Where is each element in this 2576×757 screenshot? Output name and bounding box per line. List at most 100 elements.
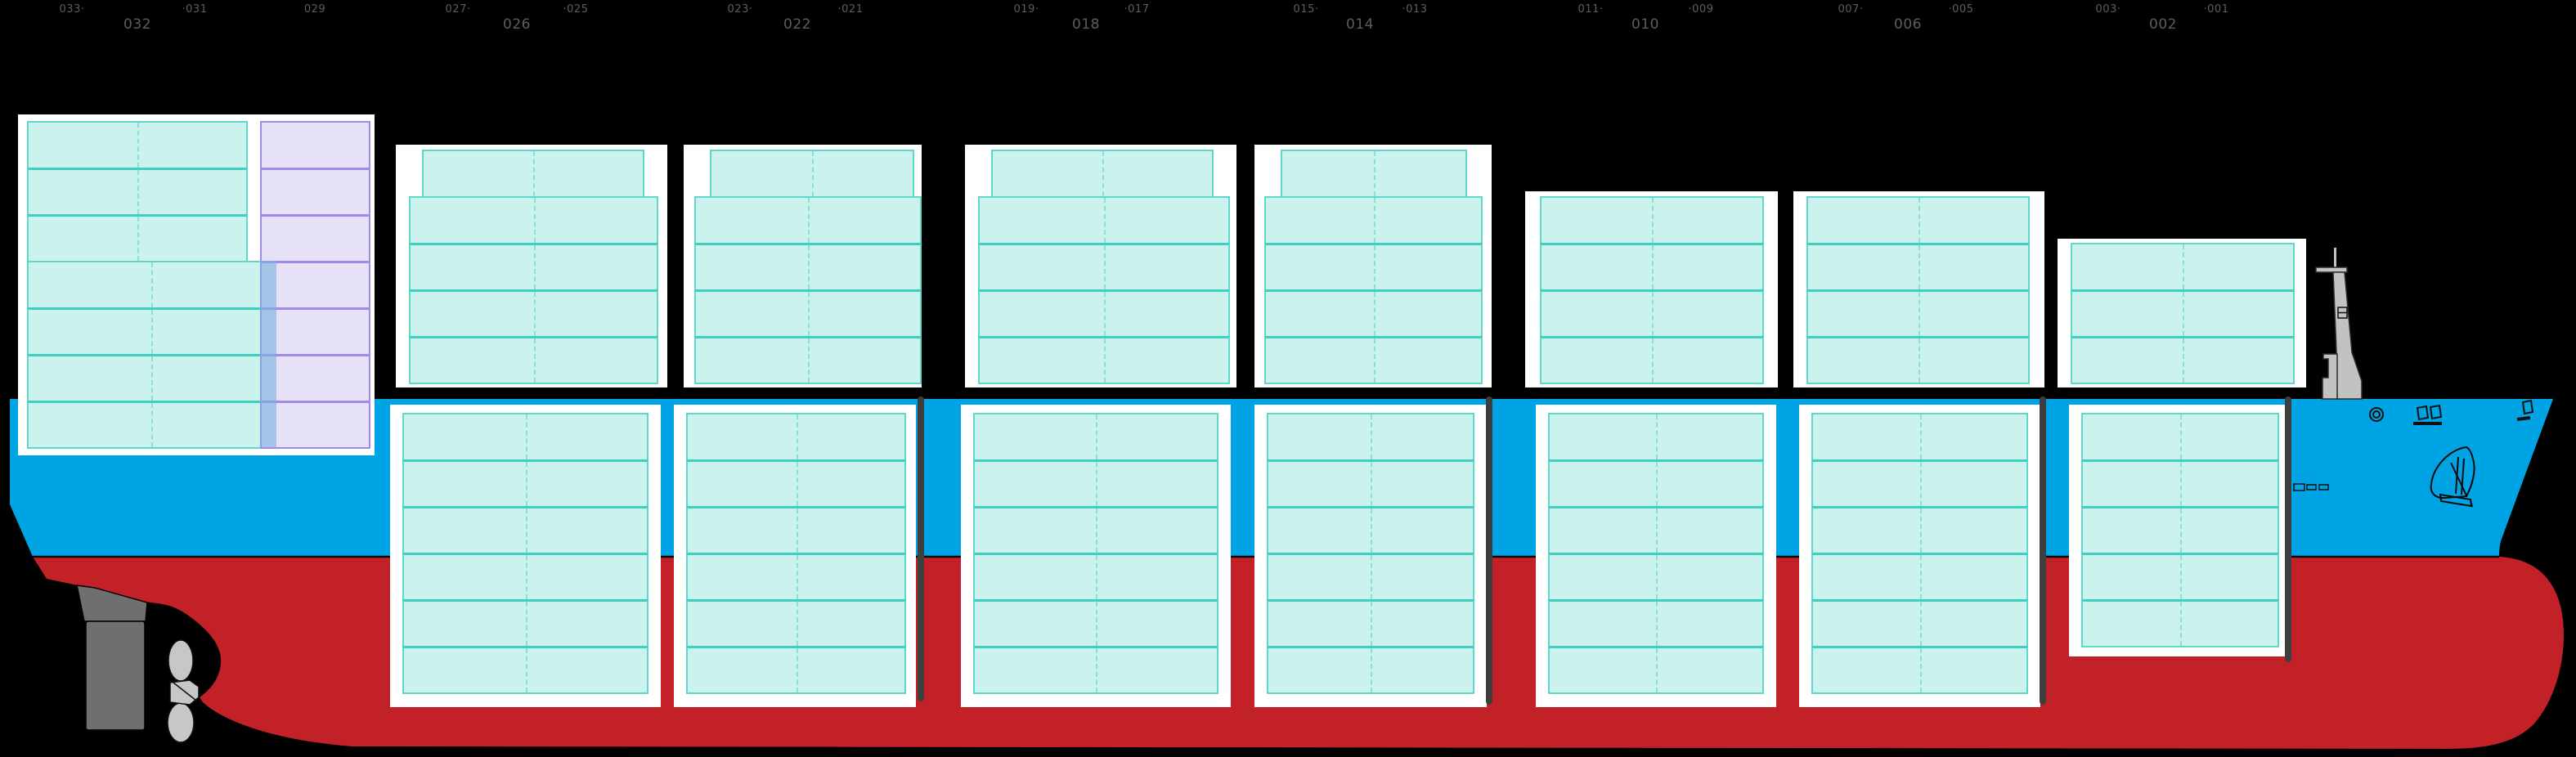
container-slot-row-bay-029[interactable] bbox=[260, 168, 370, 214]
anchor-icon bbox=[2430, 446, 2475, 508]
container-slot-row-bay-014-hold[interactable] bbox=[1267, 553, 1474, 599]
container-slot-row-bay-029[interactable] bbox=[260, 401, 370, 449]
container-slot-row-bay-006-hold[interactable] bbox=[1811, 459, 2028, 506]
container-slot-row-bay-032[interactable] bbox=[27, 307, 276, 354]
container-slot-row-bay-014[interactable] bbox=[1264, 196, 1483, 243]
bay-label: ·017 bbox=[1124, 3, 1150, 16]
mast-platform bbox=[2322, 353, 2338, 400]
container-slot-row-bay-010[interactable] bbox=[1540, 289, 1764, 336]
container-slot-row-bay-014[interactable] bbox=[1264, 243, 1483, 289]
container-slot-row-bay-018[interactable] bbox=[978, 196, 1230, 243]
bay-label: 027· bbox=[445, 3, 471, 16]
container-slot-row-bay-026[interactable] bbox=[409, 289, 658, 336]
container-slot-row-bay-032[interactable] bbox=[27, 168, 248, 214]
container-slot-row-bay-002-hold[interactable] bbox=[2081, 599, 2279, 647]
container-slot-row-bay-026-hold[interactable] bbox=[402, 459, 648, 506]
container-slot-row-bay-002[interactable] bbox=[2071, 289, 2295, 336]
container-slot-row-bay-032[interactable] bbox=[27, 214, 248, 262]
container-slot-row-bay-022[interactable] bbox=[694, 196, 922, 243]
container-slot-row-bay-006[interactable] bbox=[1806, 196, 2030, 243]
container-slot-row-bay-022-hold[interactable] bbox=[686, 599, 906, 646]
container-slot-row-bay-002-hold[interactable] bbox=[2081, 459, 2279, 506]
container-slot-row-bay-018-hold[interactable] bbox=[973, 413, 1218, 459]
container-slot-row-bay-014-hold[interactable] bbox=[1267, 599, 1474, 646]
mast bbox=[2315, 248, 2363, 400]
container-slot-row-bay-032[interactable] bbox=[27, 121, 248, 168]
container-slot-row-bay-006[interactable] bbox=[1806, 289, 2030, 336]
container-slot-row-bay-022[interactable] bbox=[710, 150, 914, 198]
container-slot-row-bay-014[interactable] bbox=[1264, 336, 1483, 384]
container-slot-row-bay-002-hold[interactable] bbox=[2081, 553, 2279, 599]
container-slot-row-bay-006-hold[interactable] bbox=[1811, 553, 2028, 599]
container-slot-row-bay-022[interactable] bbox=[694, 289, 922, 336]
container-slot-row-bay-010-hold[interactable] bbox=[1548, 646, 1764, 694]
container-slot-row-bay-010[interactable] bbox=[1540, 336, 1764, 384]
container-slot-row-bay-029[interactable] bbox=[260, 261, 370, 307]
container-slot-row-bay-010-hold[interactable] bbox=[1548, 459, 1764, 506]
container-slot-row-bay-026[interactable] bbox=[422, 150, 644, 198]
container-slot-row-bay-018[interactable] bbox=[978, 336, 1230, 384]
bay-label: 014 bbox=[1346, 16, 1374, 33]
container-slot-row-bay-018[interactable] bbox=[978, 243, 1230, 289]
container-slot-row-bay-022-hold[interactable] bbox=[686, 646, 906, 694]
container-slot-row-bay-002-hold[interactable] bbox=[2081, 506, 2279, 553]
container-slot-row-bay-002-hold[interactable] bbox=[2081, 413, 2279, 459]
propeller bbox=[167, 639, 200, 743]
bay-label: 015· bbox=[1293, 3, 1319, 16]
container-slot-row-bay-014-hold[interactable] bbox=[1267, 413, 1474, 459]
container-slot-row-bay-018-hold[interactable] bbox=[973, 459, 1218, 506]
bay-label: 029 bbox=[303, 3, 326, 16]
container-slot-row-bay-014[interactable] bbox=[1281, 150, 1467, 198]
container-slot-row-bay-026-hold[interactable] bbox=[402, 553, 648, 599]
container-slot-row-bay-022-hold[interactable] bbox=[686, 459, 906, 506]
container-slot-row-bay-006[interactable] bbox=[1806, 243, 2030, 289]
container-slot-row-bay-010[interactable] bbox=[1540, 196, 1764, 243]
container-slot-row-bay-018-hold[interactable] bbox=[973, 646, 1218, 694]
bay-label: 018 bbox=[1072, 16, 1100, 33]
container-slot-row-bay-002[interactable] bbox=[2071, 243, 2295, 289]
bay-label: ·013 bbox=[1402, 3, 1428, 16]
container-slot-row-bay-006-hold[interactable] bbox=[1811, 506, 2028, 553]
container-slot-row-bay-026-hold[interactable] bbox=[402, 506, 648, 553]
container-slot-row-bay-029[interactable] bbox=[260, 354, 370, 401]
container-slot-row-bay-032[interactable] bbox=[27, 261, 276, 307]
container-slot-row-bay-010[interactable] bbox=[1540, 243, 1764, 289]
container-slot-row-bay-018-hold[interactable] bbox=[973, 553, 1218, 599]
container-slot-row-bay-029[interactable] bbox=[260, 121, 370, 168]
container-slot-row-bay-026[interactable] bbox=[409, 196, 658, 243]
container-slot-row-bay-029[interactable] bbox=[260, 214, 370, 261]
container-slot-row-bay-018[interactable] bbox=[978, 289, 1230, 336]
container-slot-row-bay-010-hold[interactable] bbox=[1548, 413, 1764, 459]
container-slot-row-bay-032[interactable] bbox=[27, 401, 276, 449]
container-slot-row-bay-014[interactable] bbox=[1264, 289, 1483, 336]
container-slot-row-bay-026-hold[interactable] bbox=[402, 413, 648, 459]
container-slot-row-bay-026[interactable] bbox=[409, 243, 658, 289]
container-slot-row-bay-014-hold[interactable] bbox=[1267, 506, 1474, 553]
container-slot-row-bay-022[interactable] bbox=[694, 336, 922, 384]
container-slot-row-bay-010-hold[interactable] bbox=[1548, 506, 1764, 553]
container-slot-row-bay-026-hold[interactable] bbox=[402, 599, 648, 646]
bay-label: 023· bbox=[727, 3, 753, 16]
container-slot-row-bay-018-hold[interactable] bbox=[973, 599, 1218, 646]
container-slot-row-bay-018-hold[interactable] bbox=[973, 506, 1218, 553]
container-slot-row-bay-006-hold[interactable] bbox=[1811, 413, 2028, 459]
container-slot-row-bay-006-hold[interactable] bbox=[1811, 646, 2028, 694]
draft-marks-icon bbox=[2293, 483, 2329, 491]
container-slot-row-bay-014-hold[interactable] bbox=[1267, 646, 1474, 694]
container-slot-row-bay-014-hold[interactable] bbox=[1267, 459, 1474, 506]
container-slot-row-bay-006[interactable] bbox=[1806, 336, 2030, 384]
container-slot-row-bay-018[interactable] bbox=[991, 150, 1214, 198]
container-slot-row-bay-032[interactable] bbox=[27, 354, 276, 401]
container-slot-row-bay-022[interactable] bbox=[694, 243, 922, 289]
container-slot-row-bay-002[interactable] bbox=[2071, 336, 2295, 384]
container-slot-row-bay-010-hold[interactable] bbox=[1548, 599, 1764, 646]
container-slot-row-bay-026[interactable] bbox=[409, 336, 658, 384]
container-slot-row-bay-006-hold[interactable] bbox=[1811, 599, 2028, 646]
container-slot-row-bay-010-hold[interactable] bbox=[1548, 553, 1764, 599]
container-slot-row-bay-022-hold[interactable] bbox=[686, 506, 906, 553]
container-slot-row-bay-026-hold[interactable] bbox=[402, 646, 648, 694]
container-slot-row-bay-022-hold[interactable] bbox=[686, 553, 906, 599]
container-slot-row-bay-022-hold[interactable] bbox=[686, 413, 906, 459]
container-slot-row-bay-029[interactable] bbox=[260, 307, 370, 354]
